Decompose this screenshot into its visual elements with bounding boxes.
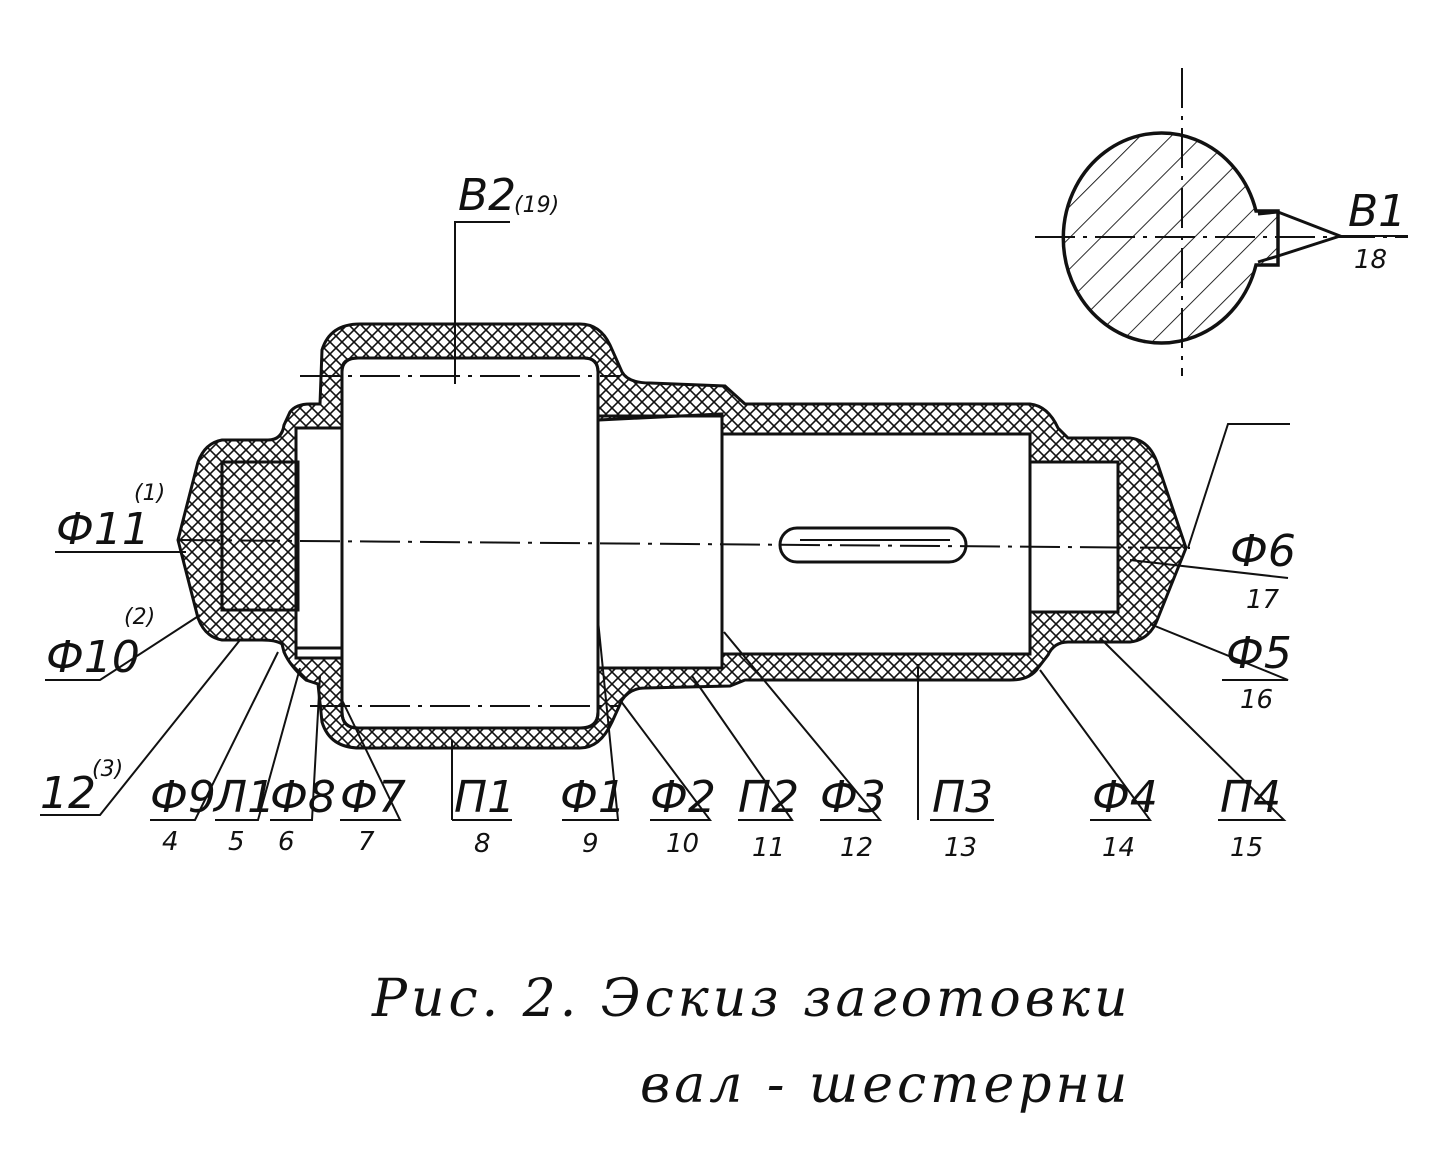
label-phi4: Ф4 <box>1092 772 1158 823</box>
label-phi2: Ф2 <box>650 772 716 823</box>
label-b2-sup: (19) <box>514 193 559 218</box>
num-p3: 13 <box>944 833 977 863</box>
label-phi11: Ф11 <box>56 504 150 555</box>
label-phi1: Ф1 <box>560 772 626 823</box>
num-phi8: 6 <box>278 827 295 857</box>
leader-lines <box>40 221 1408 821</box>
label-b2: В2 <box>458 170 516 221</box>
caption-line-1: Рис. 2. Эскиз заготовки <box>371 969 1132 1029</box>
num-phi1: 9 <box>582 829 599 859</box>
num-l1: 5 <box>228 827 245 857</box>
label-b1: В1 <box>1348 186 1406 237</box>
num-phi5: 16 <box>1240 685 1273 715</box>
label-phi10-sup: (2) <box>124 605 155 630</box>
label-phi5: Ф5 <box>1226 628 1292 679</box>
label-l1: Л1 <box>212 772 275 823</box>
label-12: 12 <box>40 768 96 819</box>
label-phi11-sup: (1) <box>134 481 165 506</box>
label-p1: П1 <box>454 772 515 823</box>
figure-caption: Рис. 2. Эскиз заготовки вал - шестерни <box>371 969 1132 1115</box>
num-phi4: 14 <box>1102 833 1135 863</box>
num-phi9: 4 <box>162 827 179 857</box>
num-phi6: 17 <box>1246 585 1280 615</box>
label-phi6: Ф6 <box>1230 526 1296 577</box>
label-12-sup: (3) <box>92 757 123 782</box>
num-p1: 8 <box>474 829 491 859</box>
label-phi10: Ф10 <box>46 632 140 683</box>
blank-allowance <box>176 322 1188 750</box>
shaft-axis <box>179 539 1191 549</box>
label-phi3: Ф3 <box>820 772 886 823</box>
num-phi7: 7 <box>358 827 375 857</box>
caption-line-2: вал - шестерни <box>640 1055 1131 1115</box>
label-p4: П4 <box>1220 772 1281 823</box>
label-p3: П3 <box>932 772 993 823</box>
num-phi2: 10 <box>666 829 699 859</box>
num-p2: 11 <box>752 833 785 863</box>
callout-labels: В2 (19) В1 18 Ф11 (1) Ф10 (2) 12 (3) Ф9 … <box>40 170 1406 863</box>
label-phi7: Ф7 <box>340 772 406 823</box>
label-phi9: Ф9 <box>150 772 216 823</box>
label-phi8: Ф8 <box>270 772 336 823</box>
label-p2: П2 <box>738 772 799 823</box>
num-b1: 18 <box>1354 245 1387 275</box>
num-p4: 15 <box>1230 833 1263 863</box>
num-phi3: 12 <box>840 833 873 863</box>
